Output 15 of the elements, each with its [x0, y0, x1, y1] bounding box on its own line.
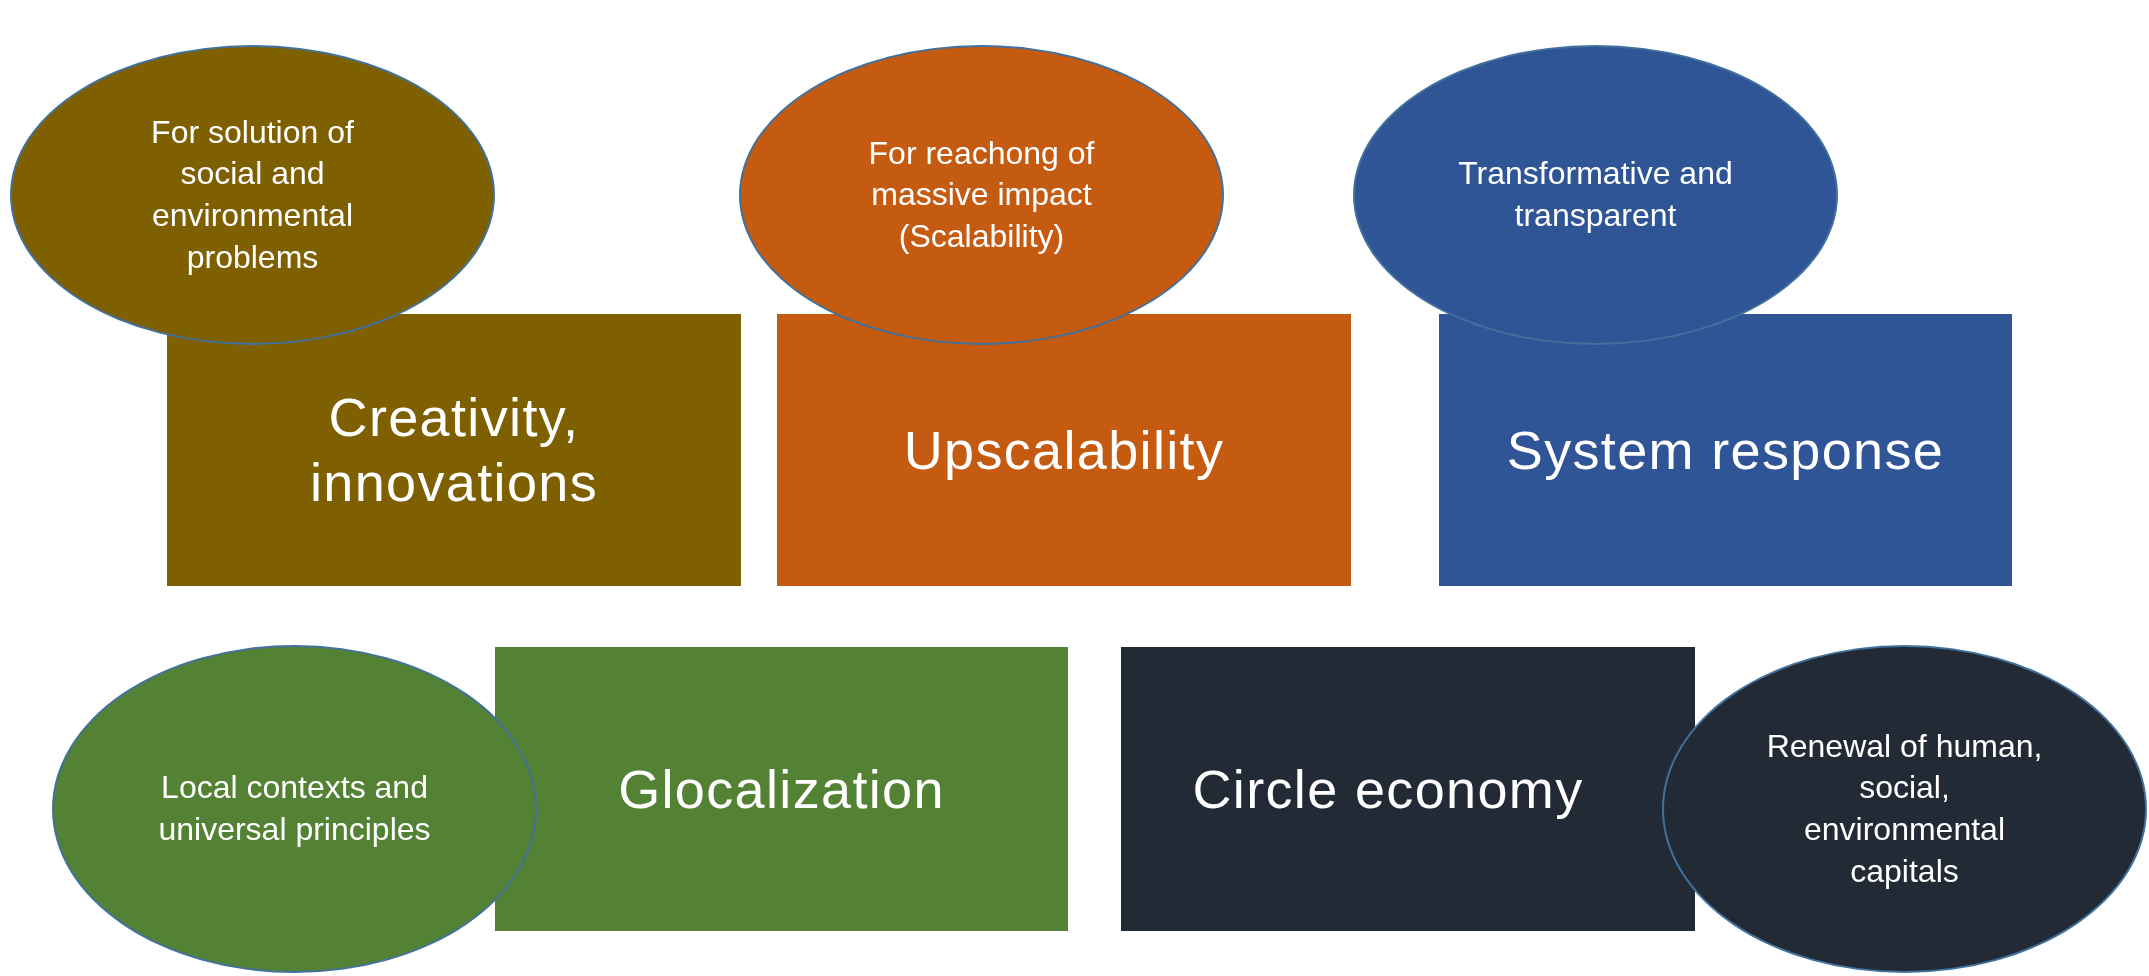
- box-title: Creativity, innovations: [308, 386, 599, 514]
- ellipse-text: For reachong of massive impact (Scalability): [867, 133, 1096, 256]
- ellipse-text: Local contexts and universal principles: [157, 768, 432, 849]
- box-title: Upscalability: [903, 418, 1225, 482]
- ellipse-text: Renewal of human, social, environmental capitals: [1765, 726, 2044, 891]
- box-title: Circle economy: [1192, 757, 1584, 821]
- rectangle-box: [777, 314, 1351, 586]
- rectangle-box: [495, 647, 1068, 931]
- rectangle-box: [167, 314, 741, 586]
- box-title: System response: [1506, 418, 1945, 482]
- rectangle-box: [1439, 314, 2012, 586]
- ellipse-text: Transformative and transparent: [1457, 154, 1734, 235]
- ellipse-text: For solution of social and environmental problems: [150, 112, 355, 277]
- box-title: Glocalization: [618, 757, 945, 821]
- rectangle-box: [1121, 647, 1695, 931]
